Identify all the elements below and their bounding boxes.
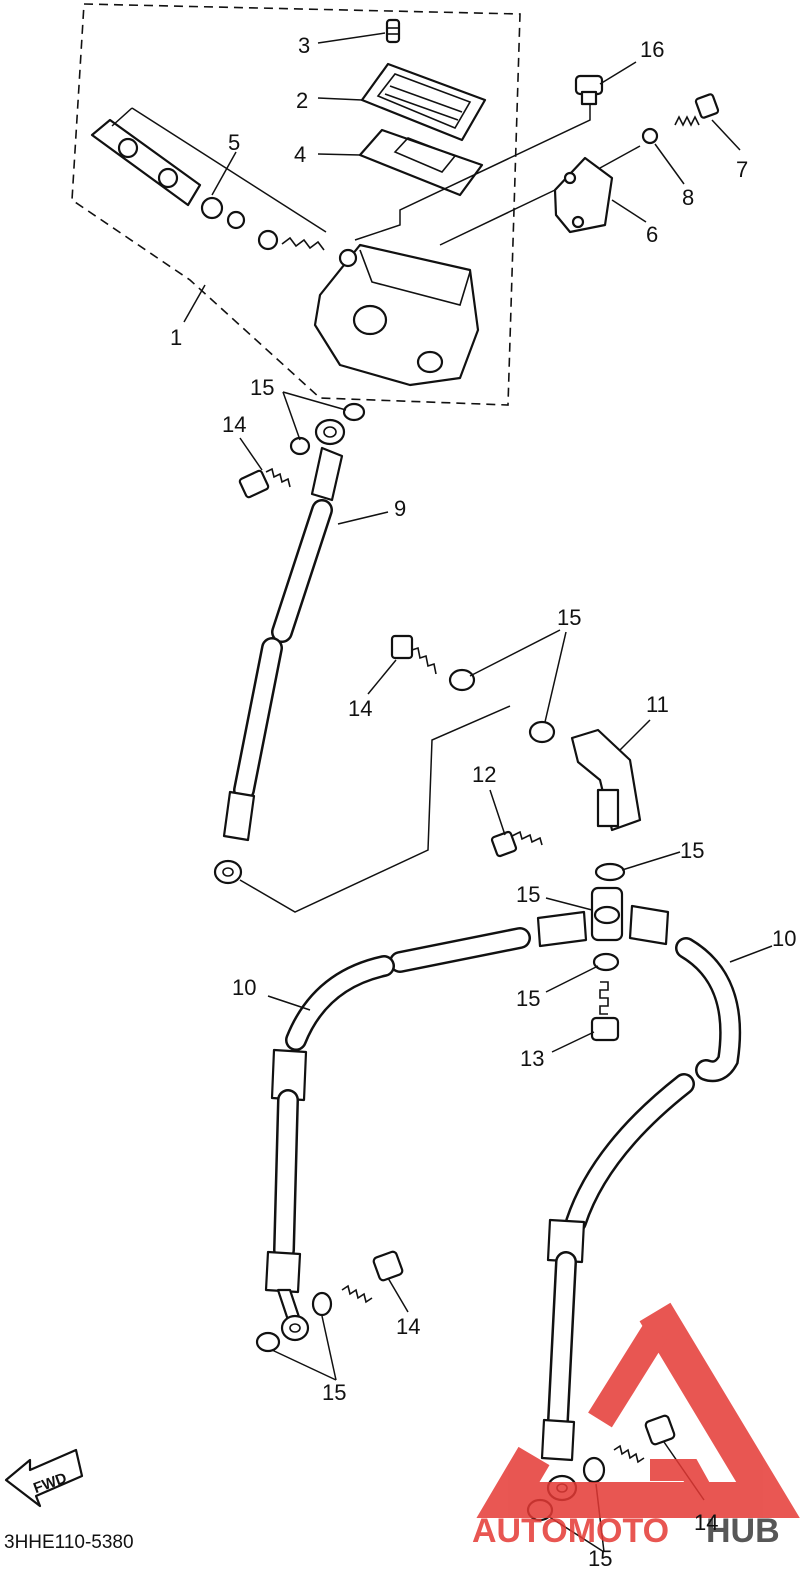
master-cylinder-assembly-outline <box>71 3 521 406</box>
banjo-bolt-14-lower-left <box>341 1250 404 1304</box>
callout-12: 12 <box>472 762 496 787</box>
callout-15-a: 15 <box>250 375 274 400</box>
part-code: 3HHE110-5380 <box>4 1532 134 1553</box>
watermark-text-hub: HUB <box>706 1512 780 1550</box>
washer-15-left-a <box>311 1291 333 1317</box>
callout-15-b: 15 <box>557 605 581 630</box>
brake-hose-9 <box>213 418 346 885</box>
master-cylinder-body-1 <box>313 243 480 387</box>
bolt-12 <box>490 830 543 858</box>
callout-15-e: 15 <box>516 986 540 1011</box>
automotohub-logo <box>476 1302 800 1518</box>
bolt-13 <box>590 981 620 1042</box>
callout-5: 5 <box>228 130 240 155</box>
callout-6: 6 <box>646 222 658 247</box>
washer-15-right-a <box>582 1456 606 1484</box>
bolt-7 <box>674 93 720 127</box>
callout-4: 4 <box>294 142 306 167</box>
callout-1: 1 <box>170 325 182 350</box>
cap-16 <box>574 74 604 106</box>
washer-15-lower-a <box>594 862 626 882</box>
callout-10-a: 10 <box>772 926 796 951</box>
forward-arrow-icon: FWD <box>4 1448 84 1508</box>
leader-holder <box>439 189 556 246</box>
callout-15-d: 15 <box>516 882 540 907</box>
callout-leaders <box>183 32 773 1553</box>
brake-hose-joint-11 <box>570 728 642 832</box>
leader-16 <box>354 104 591 241</box>
washer-15-middle-b <box>528 720 556 744</box>
diaphragm-4 <box>358 128 484 197</box>
washer-15-top-b <box>289 436 311 456</box>
callout-8: 8 <box>682 185 694 210</box>
callout-13: 13 <box>520 1046 544 1071</box>
screw-3 <box>385 18 401 44</box>
reservoir-cap-2 <box>360 62 487 142</box>
hose-junction <box>590 886 624 942</box>
callout-14-d: 14 <box>694 1510 718 1535</box>
leader-6 <box>599 145 641 169</box>
callout-11: 11 <box>646 692 669 717</box>
callout-14-c: 14 <box>396 1314 420 1339</box>
callout-14-b: 14 <box>348 696 372 721</box>
washer-15-lower-b <box>592 952 620 972</box>
brake-hose-10-left <box>264 910 588 1342</box>
piston-kit-5 <box>90 107 327 251</box>
callout-3: 3 <box>298 33 310 58</box>
callout-10-b: 10 <box>232 975 256 1000</box>
callout-9: 9 <box>394 496 406 521</box>
banjo-bolt-14-middle <box>390 634 437 675</box>
washer-8 <box>641 127 659 145</box>
washer-15-left-b <box>255 1331 281 1353</box>
washer-15-middle-a <box>448 668 476 692</box>
banjo-bolt-14-top <box>238 467 291 499</box>
callout-16: 16 <box>640 37 664 62</box>
callout-2: 2 <box>296 88 308 113</box>
washer-15-top-a <box>342 402 366 422</box>
banjo-bolt-14-lower-right <box>613 1414 676 1464</box>
callout-15-c: 15 <box>680 838 704 863</box>
callout-15-g: 15 <box>588 1546 612 1570</box>
leader-hose-9-to-junction <box>239 705 511 913</box>
callout-15-f: 15 <box>322 1380 346 1405</box>
callout-7: 7 <box>736 157 748 182</box>
callout-14-a: 14 <box>222 412 246 437</box>
holder-6 <box>553 156 614 234</box>
watermark-text-automoto: AUTOMOTO <box>472 1512 669 1550</box>
